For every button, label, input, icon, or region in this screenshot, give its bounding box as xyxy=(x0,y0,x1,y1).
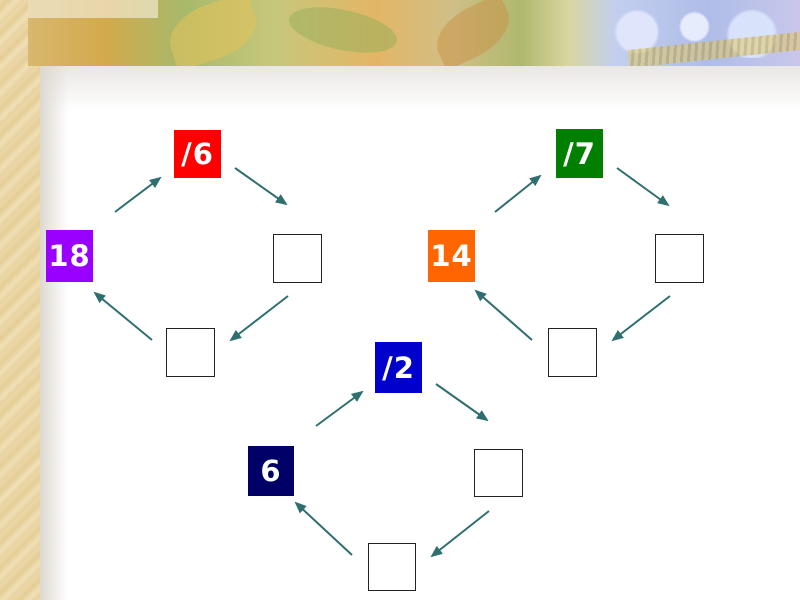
arrow-top-to-right xyxy=(234,167,288,206)
answer-box[interactable] xyxy=(368,543,416,591)
banner-highlight xyxy=(28,0,158,18)
content-shadow xyxy=(40,66,68,600)
number-box: 18 xyxy=(46,230,93,282)
answer-box[interactable] xyxy=(474,449,523,497)
arrow-bottom-to-left xyxy=(93,291,153,341)
arrow-bottom-to-left xyxy=(474,289,533,341)
number-box: 6 xyxy=(248,446,294,496)
number-box: 14 xyxy=(428,230,475,282)
operator-box: /6 xyxy=(174,130,221,178)
arrow-left-to-top xyxy=(114,176,162,213)
background-paper-left xyxy=(0,0,42,600)
answer-box[interactable] xyxy=(166,328,215,377)
arrow-left-to-top xyxy=(494,174,542,213)
arrow-bottom-to-left xyxy=(294,501,353,556)
arrow-right-to-bottom xyxy=(430,510,490,558)
arrow-top-to-right xyxy=(435,383,489,422)
arrow-top-to-right xyxy=(616,167,670,207)
arrow-right-to-bottom xyxy=(611,295,671,342)
arrow-right-to-bottom xyxy=(229,295,289,342)
operator-box: /7 xyxy=(556,129,603,178)
arrow-left-to-top xyxy=(315,390,364,427)
answer-box[interactable] xyxy=(655,234,704,283)
operator-box: /2 xyxy=(375,342,422,393)
answer-box[interactable] xyxy=(548,328,597,377)
answer-box[interactable] xyxy=(273,234,322,283)
